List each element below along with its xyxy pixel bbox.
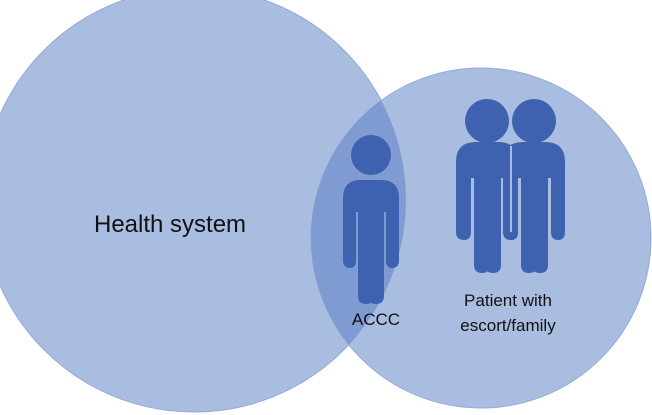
health-system-label: Health system [94, 211, 246, 238]
accc-label: ACCC [352, 310, 400, 329]
person-icon [343, 135, 399, 304]
patient-label-line2: escort/family [460, 316, 556, 335]
patient-label-line1: Patient with [464, 291, 552, 310]
two-people-icon [456, 99, 565, 273]
